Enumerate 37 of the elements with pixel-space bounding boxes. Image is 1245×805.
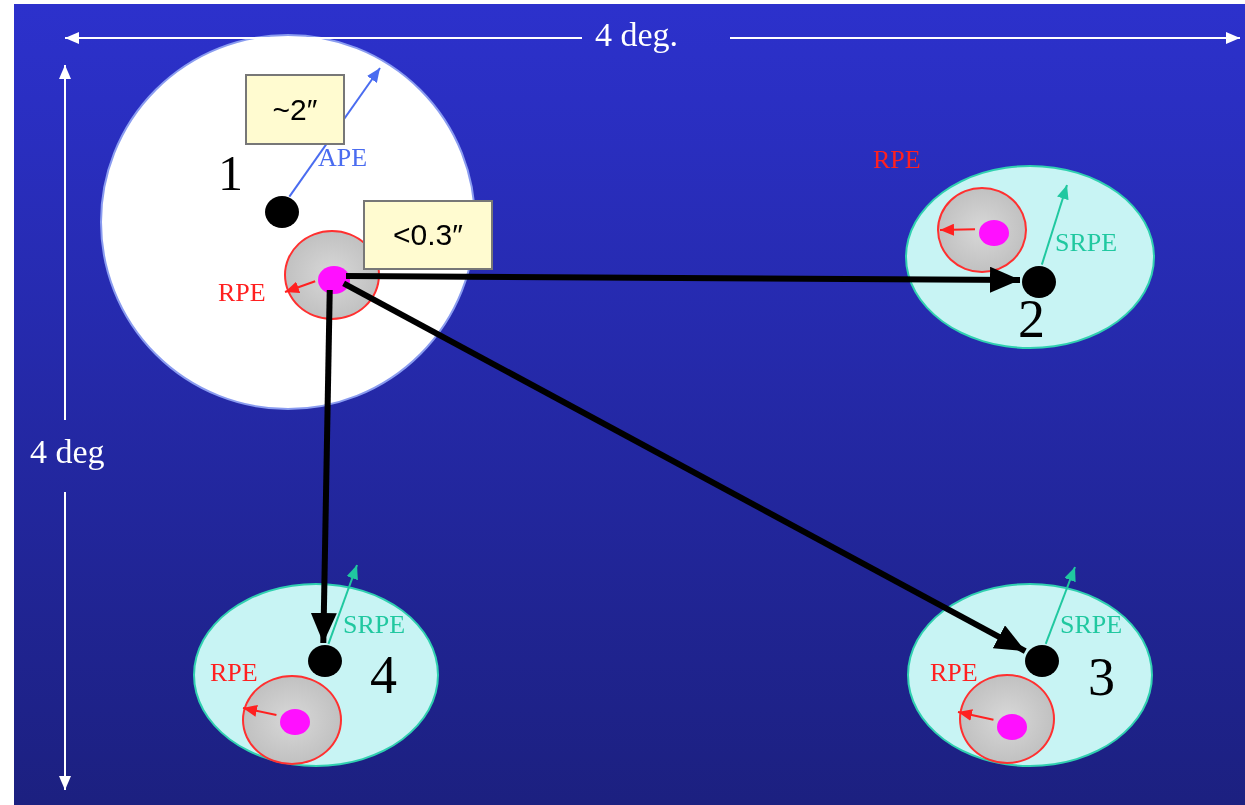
note-box (363, 200, 493, 270)
edge-label: SRPE (1060, 612, 1123, 638)
note-text: ~2″ (272, 92, 318, 127)
star-dot (1022, 266, 1056, 298)
star-dot (265, 196, 299, 228)
note-text: <0.3″ (393, 218, 463, 252)
star-number: 2 (1018, 292, 1045, 346)
star-number: 3 (1088, 650, 1115, 704)
edge-label: SRPE (1055, 230, 1118, 256)
edge-label: APE (318, 145, 368, 171)
guide-star-dot (997, 714, 1027, 740)
star-number: 1 (218, 148, 243, 198)
edge-label: RPE (210, 660, 258, 686)
edge-label: RPE (218, 280, 266, 306)
star-number: 4 (370, 648, 397, 702)
psf-circle (937, 187, 1027, 273)
edge-label: RPE (930, 660, 978, 686)
guide-star-dot (318, 266, 350, 294)
error-vector-arrow (1040, 184, 1069, 266)
error-vector-arrow (288, 67, 381, 198)
note-box (245, 74, 345, 145)
dimension-label: 4 deg. (595, 18, 679, 52)
error-vector-arrow (327, 564, 358, 645)
arrow (346, 266, 1020, 293)
error-vector-arrow (939, 223, 976, 236)
arrow (310, 289, 337, 644)
error-vector-arrow (957, 709, 995, 721)
guide-star-dot (979, 220, 1009, 246)
edge-label: RPE (873, 147, 921, 173)
dimension-label: 4 deg (30, 435, 105, 469)
error-vector-arrow (284, 280, 317, 293)
edge-label: SRPE (343, 612, 406, 638)
error-vector-arrow (1044, 566, 1076, 645)
arrow (342, 280, 1027, 654)
star-dot (308, 645, 342, 677)
star-dot (1025, 645, 1059, 677)
guide-star-dot (280, 709, 310, 735)
